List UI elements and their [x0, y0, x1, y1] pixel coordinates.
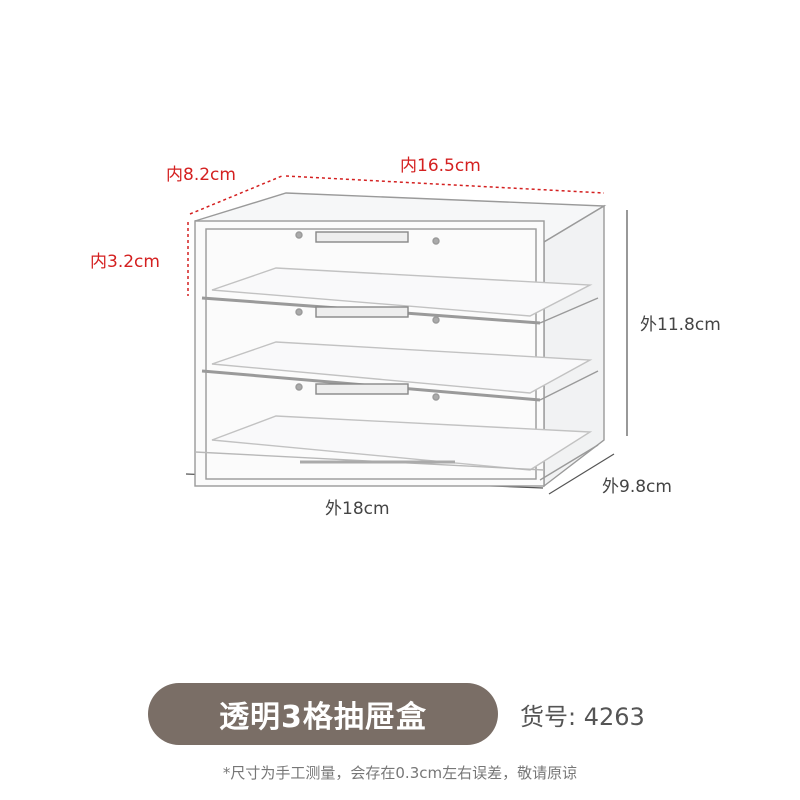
inner-width-label: 内16.5cm [400, 156, 481, 176]
product-title-badge: 透明3格抽屉盒 [148, 683, 498, 745]
inner-depth-line [189, 175, 283, 215]
measurement-note: *尺寸为手工测量，会存在0.3cm左右误差，敬请原谅 [222, 764, 578, 782]
outer-width-label: 外18cm [325, 499, 390, 519]
outer-depth-line [548, 453, 615, 495]
inner-width-line [285, 175, 605, 194]
drawer-box [194, 192, 607, 488]
inner-depth-label: 内8.2cm [166, 165, 236, 185]
product-sku: 货号: 4263 [520, 703, 645, 731]
product-title: 透明3格抽屉盒 [219, 700, 427, 735]
outer-height-label: 外11.8cm [640, 315, 721, 335]
outer-depth-label: 外9.8cm [602, 477, 672, 497]
inner-height-label: 内3.2cm [90, 252, 160, 272]
